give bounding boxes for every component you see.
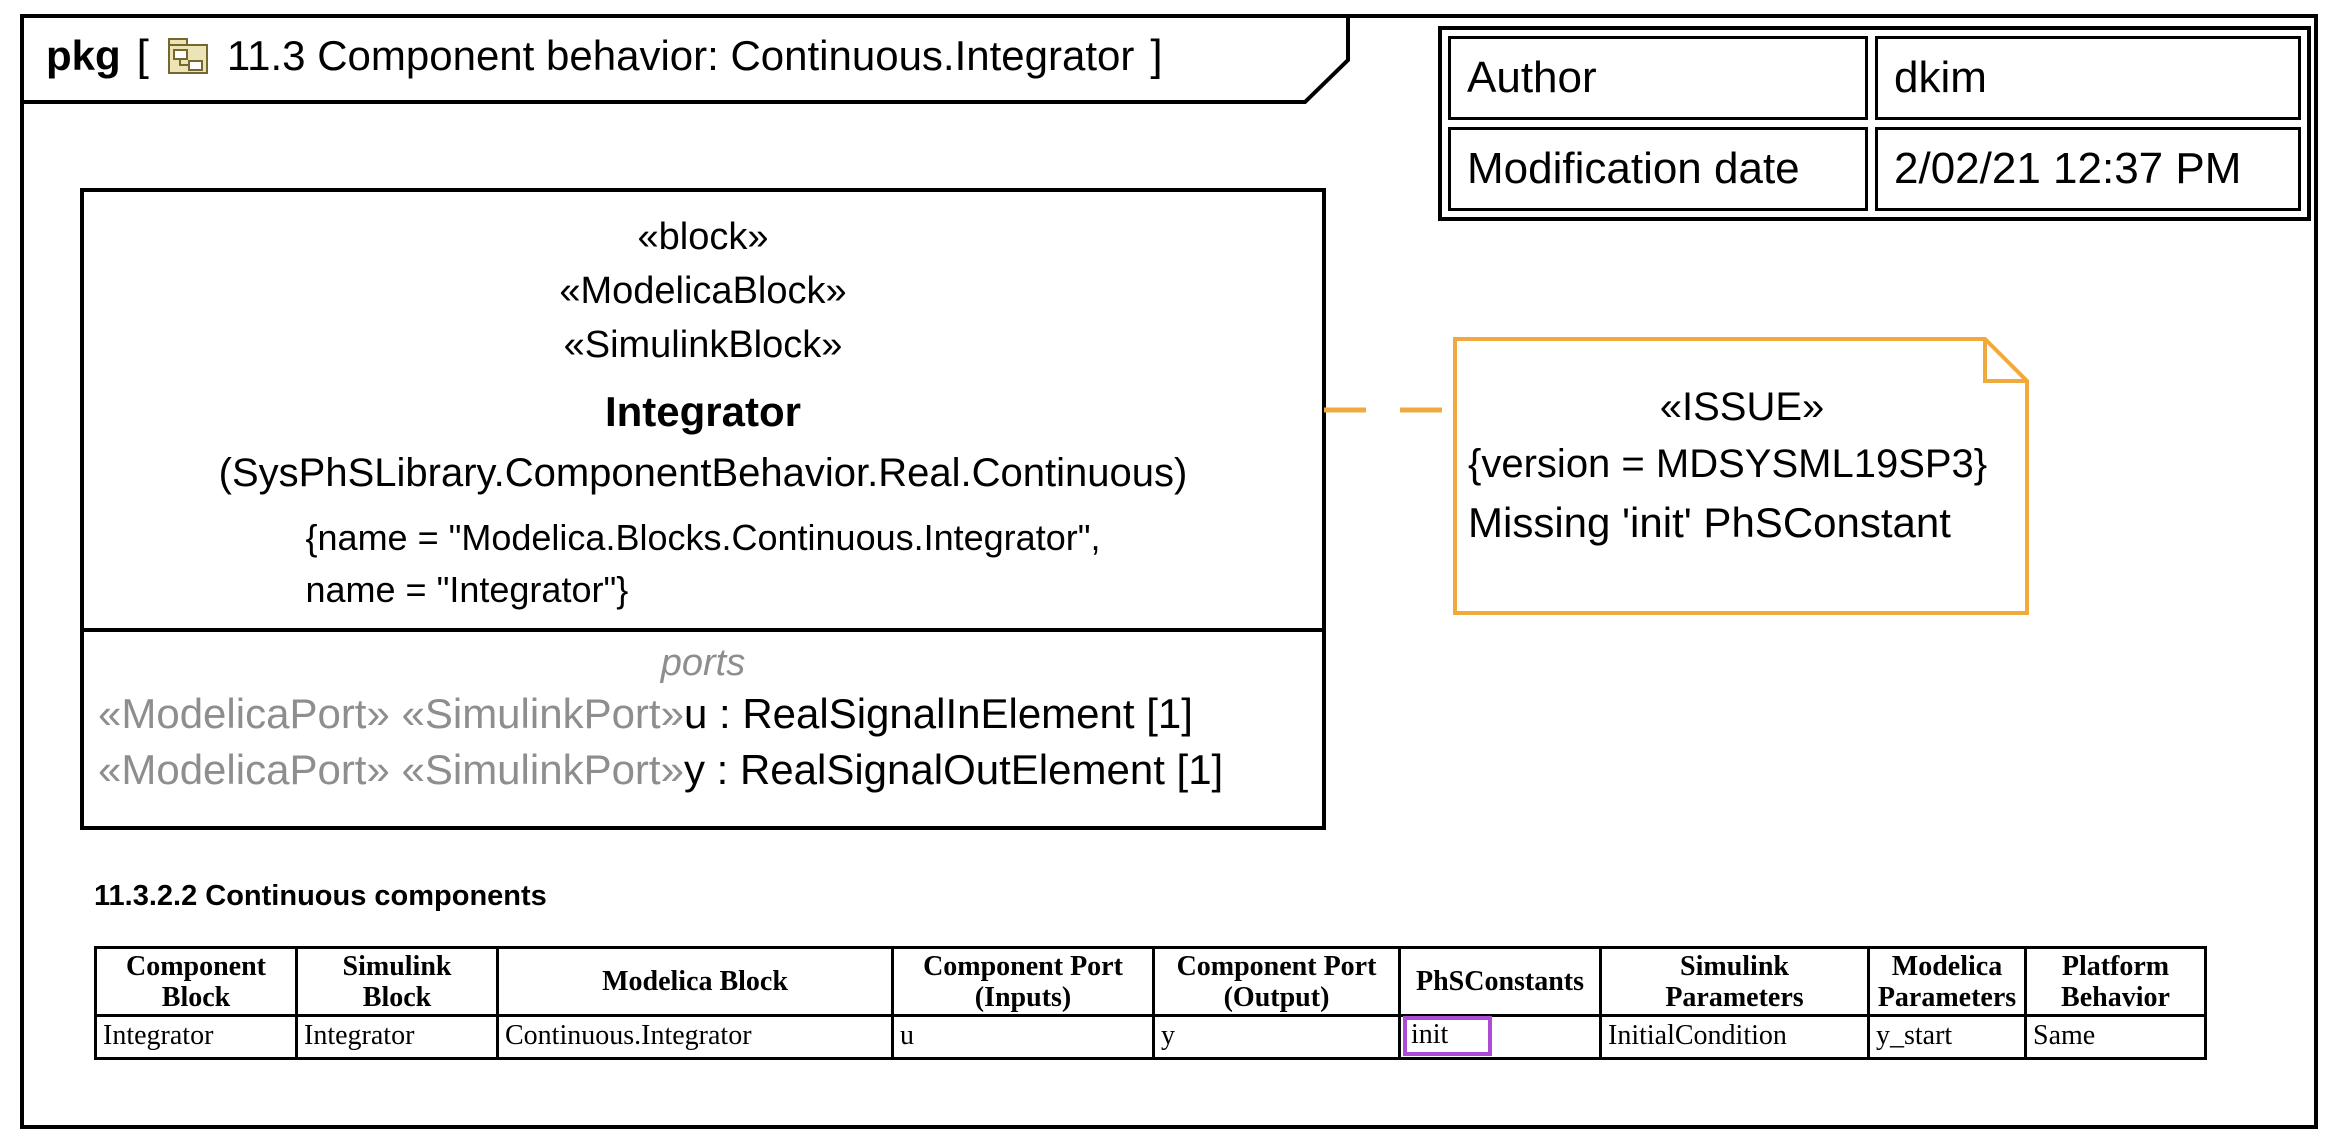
col-header-platform-behavior: Platform Behavior [2024, 946, 2207, 1017]
cell-component-port-inputs[interactable]: u [891, 1014, 1155, 1060]
port-u[interactable]: «ModelicaPort» «SimulinkPort»u : RealSig… [98, 686, 1308, 742]
info-label-author[interactable]: Author [1448, 36, 1868, 120]
frame-tab[interactable]: pkg [ 11.3 Component behavior: Continuou… [20, 14, 1354, 104]
issue-note-version: {version = MDSYSML19SP3} [1468, 442, 1988, 486]
block-stereotype-block: «block» [637, 216, 769, 258]
issue-note-content: «ISSUE» {version = MDSYSML19SP3} Missing… [1452, 336, 2030, 616]
info-value-author[interactable]: dkim [1875, 36, 2301, 120]
diagram-title: 11.3 Component behavior: Continuous.Inte… [226, 32, 1135, 79]
col-header-modelica-parameters: Modelica Parameters [1867, 946, 2027, 1017]
col-header-modelica-block: Modelica Block [496, 946, 894, 1017]
block-namespace: (SysPhSLibrary.ComponentBehavior.Real.Co… [218, 451, 1188, 495]
port-y-stereotypes: «ModelicaPort» «SimulinkPort» [98, 746, 684, 793]
diagram-kind-label: pkg [46, 32, 121, 79]
diagram-info-table: Author dkim Modification date 2/02/21 12… [1438, 26, 2311, 221]
cell-phsconstants[interactable]: init [1398, 1014, 1602, 1060]
continuous-components-table: Component Block Simulink Block Modelica … [94, 946, 2207, 1060]
note-folded-corner-icon [1983, 339, 2027, 383]
port-y[interactable]: «ModelicaPort» «SimulinkPort»y : RealSig… [98, 742, 1308, 798]
phsconstant-init-highlight[interactable]: init [1403, 1016, 1493, 1056]
issue-note-stereotype: «ISSUE» [1659, 385, 1825, 429]
block-tagged-values: {name = "Modelica.Blocks.Continuous.Inte… [306, 512, 1101, 616]
cell-simulink-parameters[interactable]: InitialCondition [1599, 1014, 1870, 1060]
note-shape [1453, 337, 2029, 615]
block-stereotype-modelicablock: «ModelicaBlock» [559, 270, 847, 312]
col-header-component-port-inputs: Component Port (Inputs) [891, 946, 1155, 1017]
info-value-modification-date[interactable]: 2/02/21 12:37 PM [1875, 127, 2301, 211]
cell-modelica-parameters[interactable]: y_start [1867, 1014, 2027, 1060]
col-header-component-block: Component Block [94, 946, 298, 1017]
cell-modelica-block[interactable]: Continuous.Integrator [496, 1014, 894, 1060]
section-heading: 11.3.2.2 Continuous components [94, 880, 547, 912]
cell-component-block[interactable]: Integrator [94, 1014, 298, 1060]
issue-note-message: Missing 'init' PhSConstant [1468, 499, 1951, 546]
tagged-value-line: name = "Integrator"} [305, 569, 629, 610]
col-header-simulink-block: Simulink Block [295, 946, 499, 1017]
port-y-declaration: y : RealSignalOutElement [1] [683, 746, 1224, 793]
cell-simulink-block[interactable]: Integrator [295, 1014, 499, 1060]
frame-tab-content: pkg [ 11.3 Component behavior: Continuou… [20, 14, 1354, 98]
tab-open-bracket: [ [136, 31, 149, 80]
info-label-modification-date[interactable]: Modification date [1448, 127, 1868, 211]
col-header-phsconstants: PhSConstants [1398, 946, 1602, 1017]
col-header-component-port-output: Component Port (Output) [1152, 946, 1401, 1017]
col-header-simulink-parameters: Simulink Parameters [1599, 946, 1870, 1017]
ports-compartment-label: ports [660, 642, 746, 684]
block-integrator[interactable]: «block» «ModelicaBlock» «SimulinkBlock» … [80, 188, 1326, 830]
tagged-value-line: {name = "Modelica.Blocks.Continuous.Inte… [305, 517, 1101, 558]
port-u-declaration: u : RealSignalInElement [1] [683, 690, 1193, 737]
frame-tab-shape [20, 14, 1350, 104]
tab-close-bracket: ] [1150, 31, 1163, 80]
ports-compartment: ports «ModelicaPort» «SimulinkPort»u : R… [84, 632, 1322, 826]
package-diagram-icon [165, 35, 211, 77]
port-u-stereotypes: «ModelicaPort» «SimulinkPort» [98, 690, 684, 737]
block-name-compartment: «block» «ModelicaBlock» «SimulinkBlock» … [84, 192, 1322, 632]
note-anchor-connector [1324, 407, 1454, 413]
issue-note[interactable]: «ISSUE» {version = MDSYSML19SP3} Missing… [1452, 336, 2030, 616]
cell-platform-behavior[interactable]: Same [2024, 1014, 2207, 1060]
block-name: Integrator [604, 388, 801, 435]
table-row-integrator: Integrator Integrator Continuous.Integra… [94, 1014, 2207, 1060]
cell-component-port-output[interactable]: y [1152, 1014, 1401, 1060]
block-stereotype-simulinkblock: «SimulinkBlock» [563, 324, 843, 366]
table-header-row: Component Block Simulink Block Modelica … [94, 946, 2207, 1017]
